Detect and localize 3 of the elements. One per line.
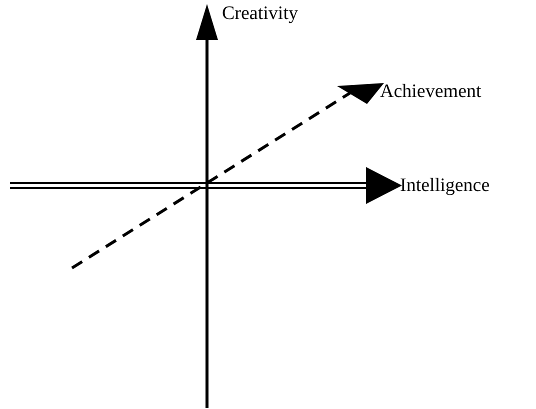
- axis-label: Achievement: [380, 82, 482, 101]
- axis-label: Creativity: [222, 4, 298, 23]
- axis-label: Intelligence: [400, 176, 490, 195]
